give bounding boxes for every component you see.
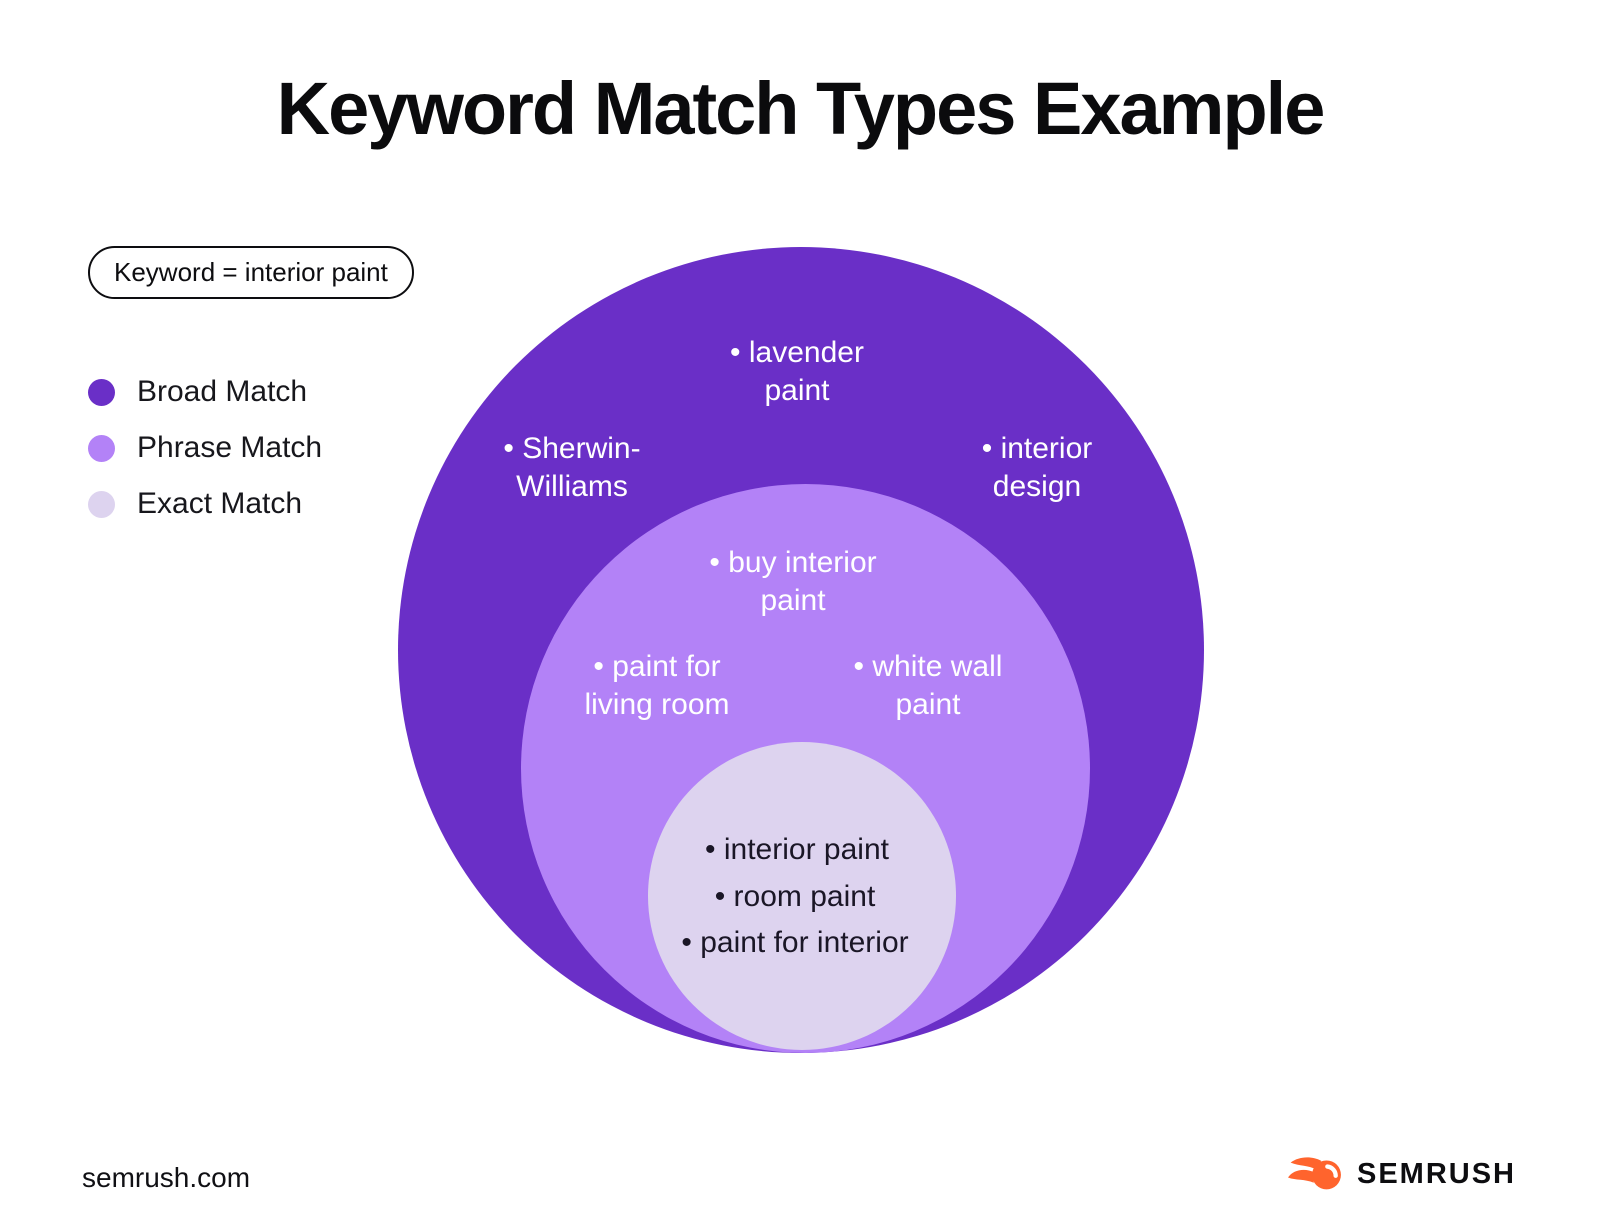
bubble-line: paint <box>764 374 830 407</box>
legend-item-broad-match: Broad Match <box>88 375 322 408</box>
keyword-badge-label: Keyword = interior paint <box>114 257 388 287</box>
keyword-bubble-room-paint: • room paint <box>714 880 876 913</box>
semrush-wordmark: SEMRUSH <box>1356 1157 1516 1190</box>
keyword-bubble-interior-paint: • interior paint <box>705 833 889 866</box>
bubble-line: • white wall <box>853 650 1003 683</box>
keyword-bubble-lavender-paint: • lavender paint <box>730 334 864 410</box>
bubble-line: • buy interior <box>709 546 877 579</box>
bubble-line: • interior <box>981 432 1093 465</box>
keyword-bubble-buy-interior-paint: • buy interior paint <box>709 544 876 620</box>
bubble-line: • paint for <box>593 650 721 683</box>
broad-match-color-swatch <box>88 378 115 406</box>
keyword-bubble-sherwin-williams: • Sherwin- Williams <box>503 430 640 506</box>
legend-label-broad-match: Broad Match <box>137 375 308 408</box>
bubble-line: living room <box>584 688 730 721</box>
phrase-match-color-swatch <box>88 434 115 462</box>
semrush-logo-icon <box>1287 1157 1341 1190</box>
exact-match-color-swatch <box>88 490 115 518</box>
legend-item-phrase-match: Phrase Match <box>88 431 323 464</box>
bubble-line: • Sherwin- <box>503 432 641 465</box>
bubble-line: paint <box>760 584 826 617</box>
keyword-bubble-paint-for-living-room: • paint for living room <box>584 648 729 724</box>
keyword-bubble-paint-for-interior: • paint for interior <box>681 926 909 959</box>
exact-match-circle <box>648 742 956 1050</box>
keyword-bubble-interior-design: • interior design <box>982 430 1093 506</box>
bubble-line: Williams <box>516 470 628 503</box>
site-url: semrush.com <box>82 1162 251 1193</box>
legend-item-exact-match: Exact Match <box>88 487 322 520</box>
legend: Broad Match Phrase Match Exact Match <box>88 375 323 520</box>
bubble-line: • lavender <box>730 336 864 369</box>
legend-label-exact-match: Exact Match <box>137 487 303 520</box>
bubble-line: paint <box>895 688 961 721</box>
bubble-line: design <box>992 470 1082 503</box>
semrush-logo: SEMRUSH <box>1287 1153 1516 1195</box>
keyword-badge: Keyword = interior paint <box>88 246 414 299</box>
keyword-bubble-white-wall-paint: • white wall paint <box>854 648 1003 724</box>
page-title: Keyword Match Types Example <box>276 67 1326 150</box>
legend-label-phrase-match: Phrase Match <box>137 431 323 464</box>
